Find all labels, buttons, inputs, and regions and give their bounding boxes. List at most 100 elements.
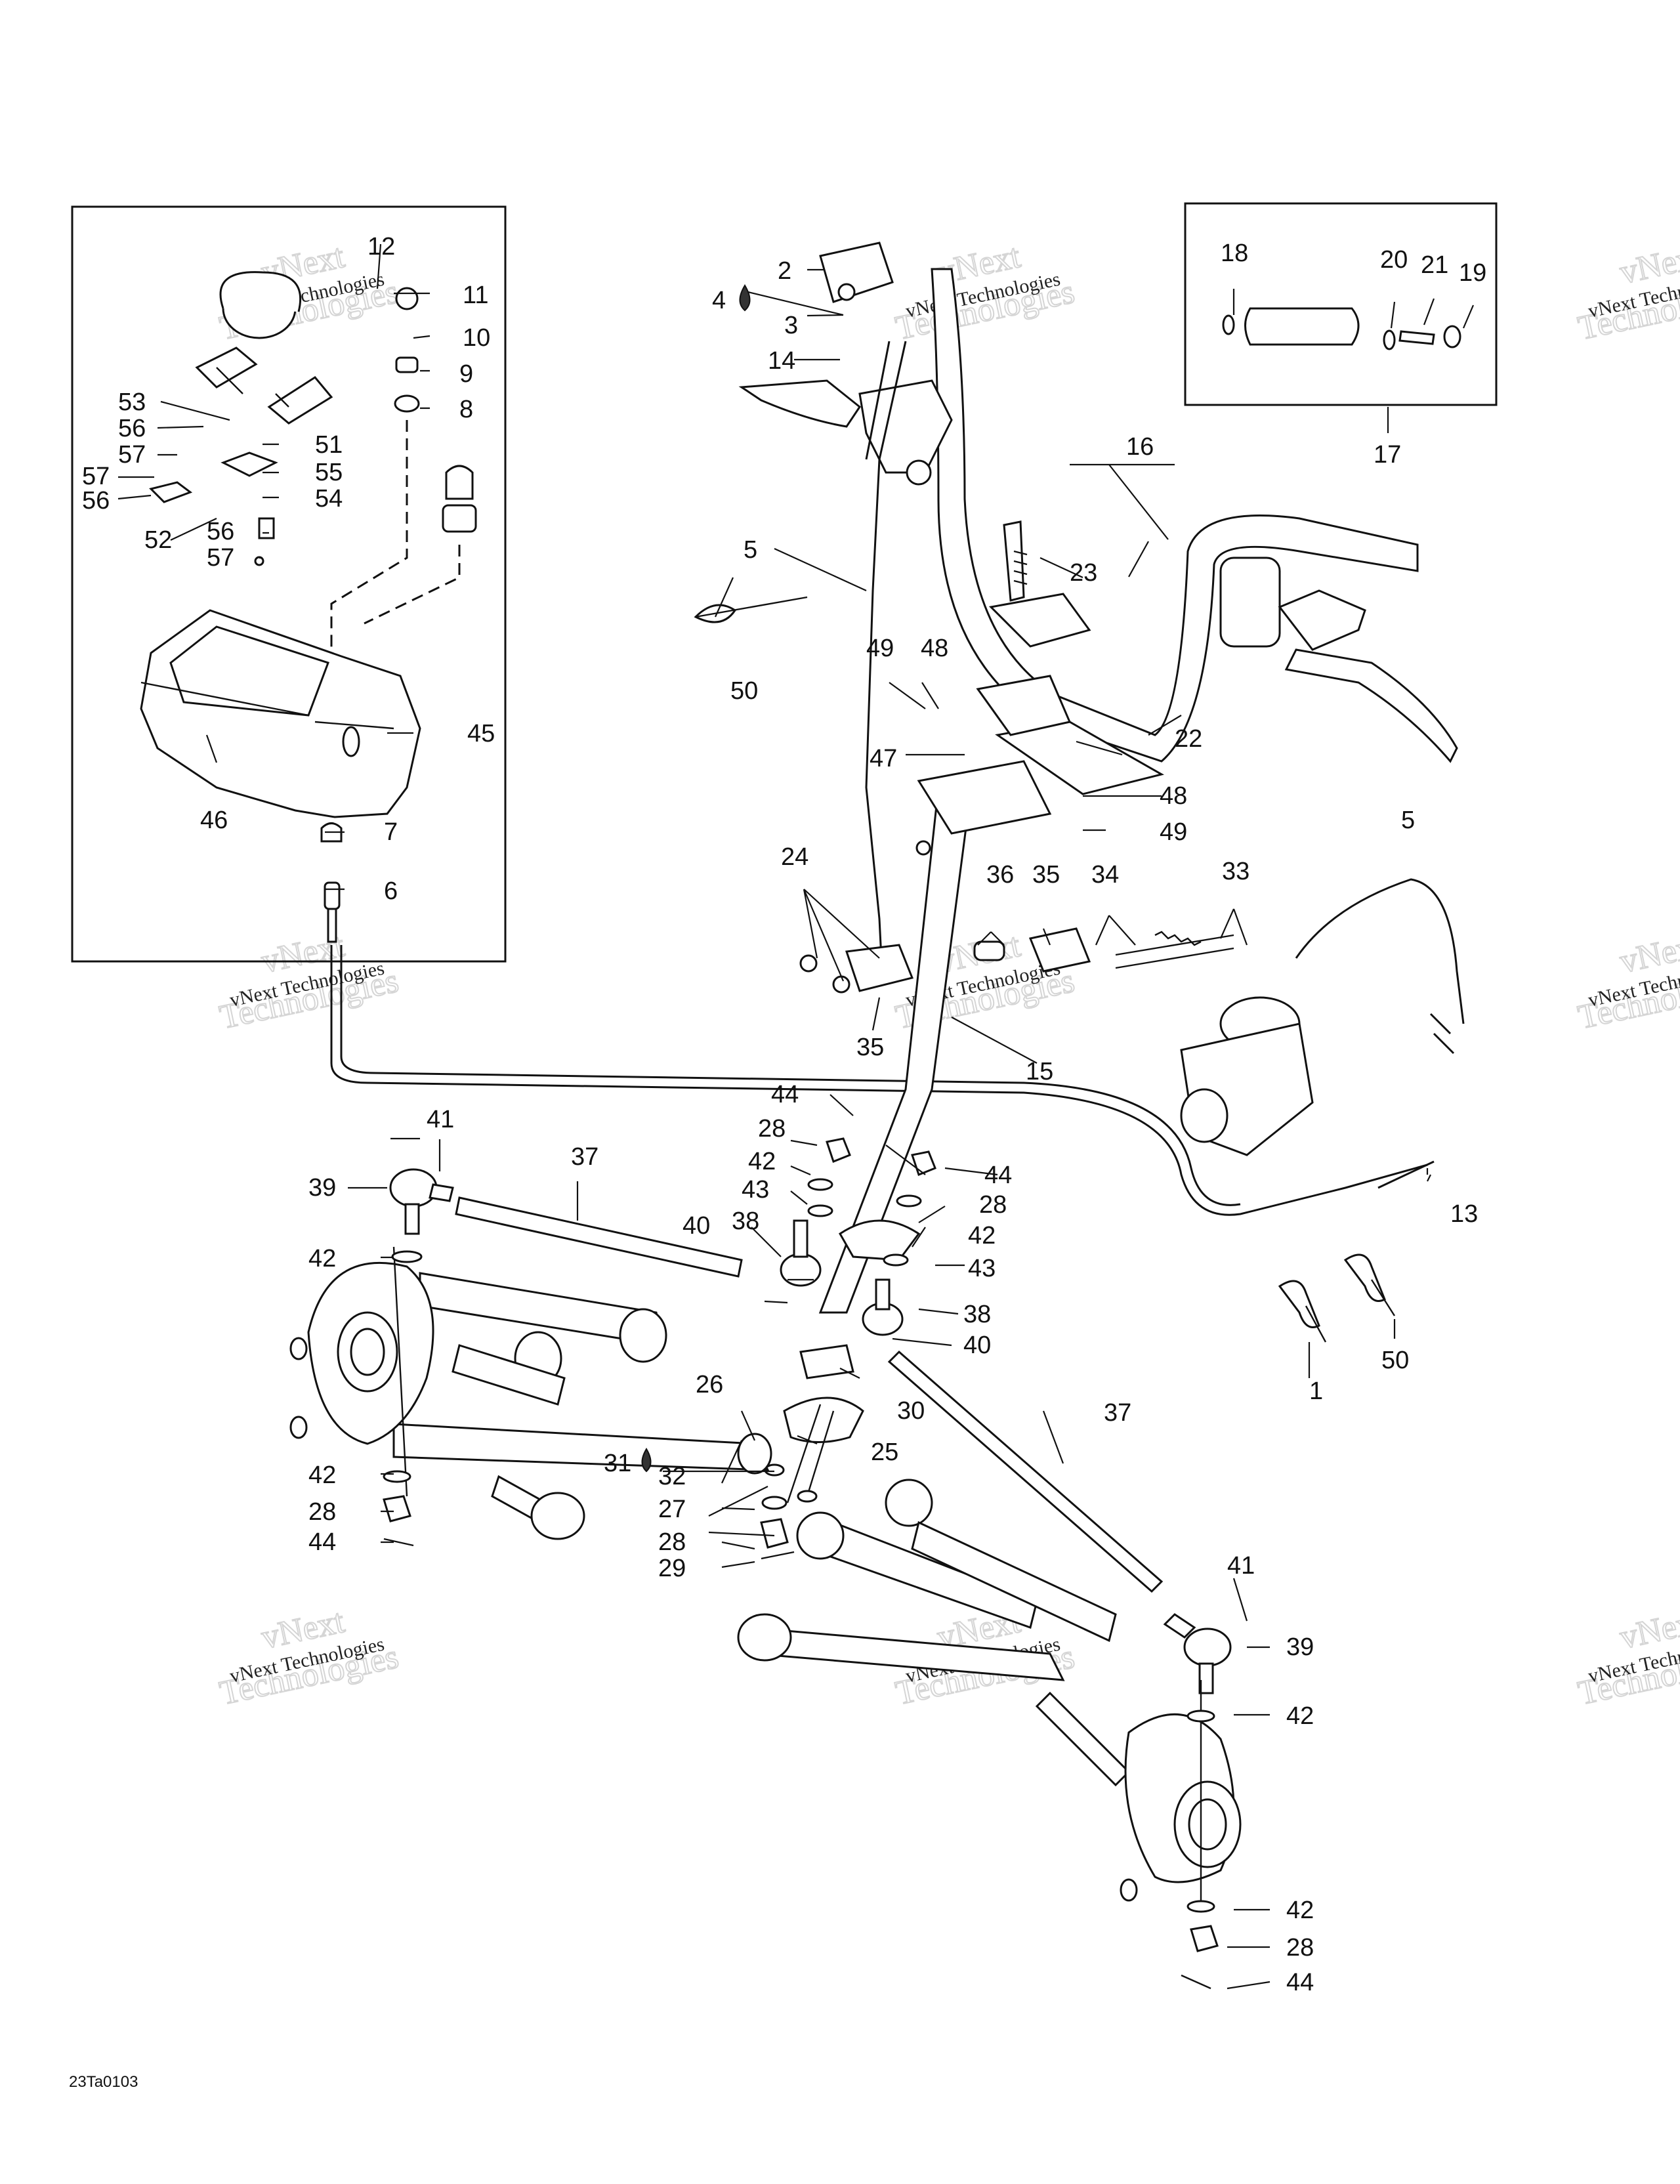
cable-adjuster — [320, 822, 343, 943]
callout-42: 42 — [748, 1148, 776, 1175]
callout-44: 44 — [1286, 1969, 1314, 1996]
handlebar-clamps — [976, 520, 1091, 736]
callout-42: 42 — [968, 1222, 996, 1250]
callout-43: 43 — [968, 1255, 996, 1282]
brake-hose — [865, 341, 907, 985]
throttle-cable — [330, 945, 1428, 1216]
oil-drop-icon — [641, 1448, 652, 1473]
right-suspension — [737, 1479, 1242, 1990]
callout-25: 25 — [871, 1438, 898, 1466]
callout-48: 48 — [1160, 782, 1187, 810]
callout-15: 15 — [1026, 1058, 1053, 1085]
leader-lines — [117, 243, 1475, 1990]
throttle-cover — [140, 609, 421, 818]
inset-box-grip — [1184, 202, 1498, 406]
callout-56: 56 — [118, 415, 146, 442]
callout-4: 4 — [712, 287, 726, 314]
callout-41: 41 — [1227, 1552, 1255, 1580]
callout-48: 48 — [921, 635, 948, 662]
center-ball-joints — [780, 1219, 921, 1336]
callout-44: 44 — [771, 1081, 799, 1108]
callout-12: 12 — [368, 233, 395, 261]
callout-20: 20 — [1380, 246, 1408, 274]
callout-5: 5 — [1401, 807, 1415, 834]
callout-49: 49 — [1160, 818, 1187, 846]
callout-30: 30 — [897, 1397, 925, 1425]
diagram-code: 23Ta0103 — [69, 2073, 138, 2091]
callout-38: 38 — [732, 1208, 759, 1235]
callout-42: 42 — [1286, 1897, 1314, 1924]
callout-24: 24 — [781, 843, 808, 871]
brake-lever-left — [738, 242, 953, 486]
callout-40: 40 — [963, 1332, 991, 1359]
callout-9: 9 — [459, 360, 473, 388]
callout-8: 8 — [459, 396, 473, 423]
callout-35: 35 — [1032, 861, 1060, 889]
callout-43: 43 — [742, 1176, 769, 1204]
callout-13: 13 — [1450, 1200, 1478, 1228]
callout-49: 49 — [866, 635, 894, 662]
callout-45: 45 — [467, 720, 495, 747]
callout-6: 6 — [384, 877, 398, 905]
callout-37: 37 — [571, 1143, 598, 1171]
brake-lever-right — [1219, 556, 1458, 763]
callout-39: 39 — [1286, 1633, 1314, 1661]
callout-28: 28 — [1286, 1934, 1314, 1962]
watermark: vNext Technologies vNext Technologies — [1574, 926, 1680, 1037]
watermark: vNext Technologies vNext Technologies — [1574, 237, 1680, 348]
callout-29: 29 — [658, 1555, 686, 1582]
callout-5: 5 — [744, 536, 757, 564]
callout-22: 22 — [1175, 725, 1202, 753]
left-suspension — [289, 1246, 772, 1547]
callout-17: 17 — [1374, 441, 1401, 469]
steering-column — [783, 760, 1052, 1503]
callout-56: 56 — [82, 487, 110, 514]
callout-18: 18 — [1221, 240, 1248, 267]
cable-ties — [694, 596, 1435, 1343]
callout-10: 10 — [463, 324, 490, 352]
carburetor — [1180, 878, 1465, 1156]
callout-1: 1 — [1309, 1377, 1323, 1405]
callout-7: 7 — [384, 818, 398, 846]
callout-57: 57 — [207, 544, 234, 572]
callout-11: 11 — [463, 282, 488, 309]
column-bushings — [799, 840, 1234, 994]
callout-34: 34 — [1091, 861, 1119, 889]
callout-46: 46 — [200, 807, 228, 834]
watermark: vNext Technologies vNext Technologies — [1574, 1602, 1680, 1713]
callout-labels: 12 11 10 9 8 53 56 51 57 55 57 56 54 52 … — [82, 233, 1486, 1996]
callout-28: 28 — [308, 1498, 336, 1526]
inset-box-controls — [71, 205, 507, 963]
callout-28: 28 — [658, 1528, 686, 1556]
tie-rod-ends — [389, 1168, 1232, 1694]
callout-36: 36 — [986, 861, 1014, 889]
callout-21: 21 — [1421, 251, 1448, 279]
callout-28: 28 — [979, 1191, 1007, 1219]
callout-37: 37 — [1104, 1399, 1131, 1427]
callout-38: 38 — [963, 1301, 991, 1328]
callout-47: 47 — [870, 745, 897, 772]
callout-44: 44 — [308, 1528, 336, 1556]
grip-assembly — [1222, 307, 1461, 350]
callout-2: 2 — [778, 257, 791, 285]
callout-41: 41 — [427, 1106, 454, 1133]
callout-16: 16 — [1126, 433, 1154, 461]
watermark: vNext Technologies vNext Technologies — [892, 237, 1078, 348]
callout-57: 57 — [82, 463, 110, 490]
callout-19: 19 — [1459, 259, 1486, 287]
callout-44: 44 — [984, 1162, 1012, 1189]
watermark: vNext Technologies vNext Technologies — [216, 1602, 402, 1713]
callout-42: 42 — [1286, 1702, 1314, 1730]
callout-50: 50 — [730, 677, 758, 705]
callout-3: 3 — [784, 312, 798, 339]
callout-50: 50 — [1381, 1347, 1409, 1374]
callout-56: 56 — [207, 518, 234, 545]
callout-35: 35 — [856, 1034, 884, 1061]
tie-rods — [455, 1196, 1164, 1593]
callout-55: 55 — [315, 459, 343, 486]
callout-26: 26 — [696, 1371, 723, 1398]
callout-42: 42 — [308, 1245, 336, 1272]
callout-32: 32 — [658, 1463, 686, 1490]
callout-54: 54 — [315, 485, 343, 513]
